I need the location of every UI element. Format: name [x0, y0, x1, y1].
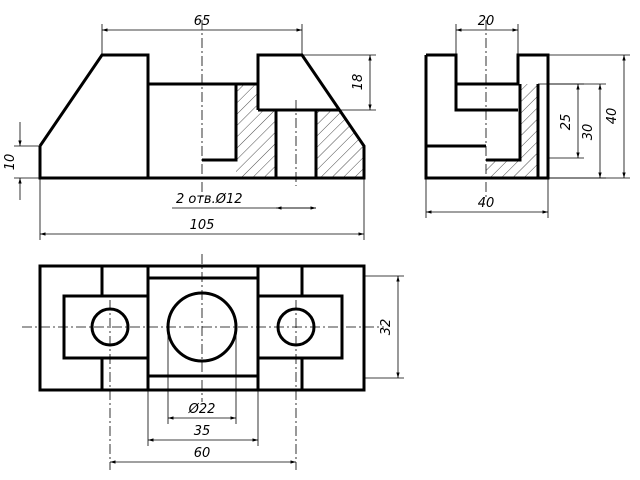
dim-40v-label: 40	[605, 108, 620, 125]
dim-105-label: 105	[190, 218, 215, 233]
front-section-hatch-left	[236, 84, 276, 178]
front-outline	[38, 53, 366, 180]
hole-note-label: 2 отв.Ø12	[176, 192, 243, 207]
side-slot-inner	[454, 84, 518, 112]
dim-20-label: 20	[478, 14, 495, 29]
front-section-step	[202, 84, 238, 162]
front-section-hatch-right	[316, 110, 364, 178]
dim-18-label: 18	[351, 74, 366, 91]
dim-25-label: 25	[559, 114, 574, 131]
dim-65-label: 65	[194, 14, 211, 29]
dim-35-label: 35	[194, 424, 211, 439]
dim-32-label: 32	[379, 319, 394, 336]
dim-d22-label: Ø22	[188, 402, 216, 417]
side-section-hatch	[486, 84, 538, 178]
dim-60-label: 60	[194, 446, 211, 461]
side-step	[486, 84, 522, 162]
side-view: 20 25 30 40 40	[424, 14, 630, 218]
dim-40h-label: 40	[478, 196, 495, 211]
top-view: 32 Ø22 35 60	[22, 254, 404, 470]
front-view: 65 18 10 2 отв.Ø12 105	[3, 14, 376, 240]
dim-30-label: 30	[581, 124, 596, 141]
dim-10-label: 10	[3, 154, 18, 171]
